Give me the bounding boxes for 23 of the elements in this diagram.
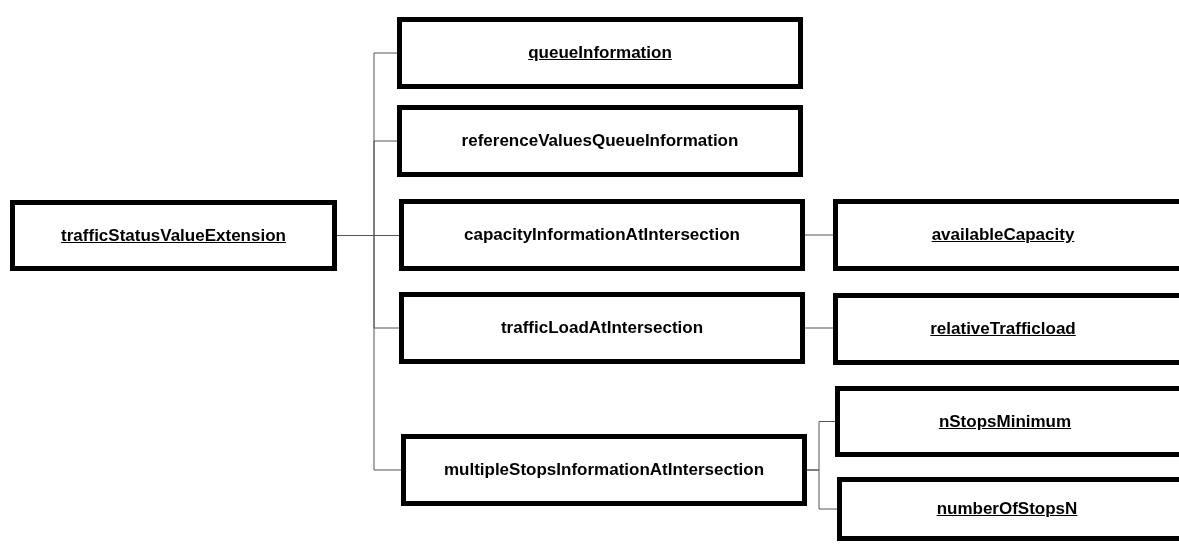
element-box: [401, 434, 807, 506]
element-name: queueInformation: [528, 42, 672, 65]
element-box: [397, 105, 803, 177]
element-name: availableCapacity: [931, 224, 1075, 247]
element-box: [397, 17, 803, 89]
connector-line: [804, 327, 834, 329]
element-box: [833, 199, 1179, 271]
element-box: [399, 292, 805, 364]
element-box: [10, 200, 337, 271]
element-box: [399, 199, 805, 271]
element-box: [837, 477, 1179, 541]
element-name: multipleStopsInformationAtIntersection: [443, 459, 765, 482]
element-name: trafficStatusValueExtension: [61, 224, 286, 247]
element-name: numberOfStopsN: [936, 498, 1078, 521]
element-name: trafficLoadAtIntersection: [500, 317, 704, 340]
element-name: referenceValuesQueueInformation: [461, 130, 739, 153]
connector-line: [806, 469, 838, 510]
element-box: [835, 386, 1179, 457]
element-name: capacityInformationAtIntersection: [464, 224, 740, 247]
element-name: relativeTrafficload: [930, 318, 1076, 341]
connector-line: [804, 234, 834, 236]
element-box: [833, 293, 1179, 365]
element-name: nStopsMinimum: [938, 410, 1072, 433]
